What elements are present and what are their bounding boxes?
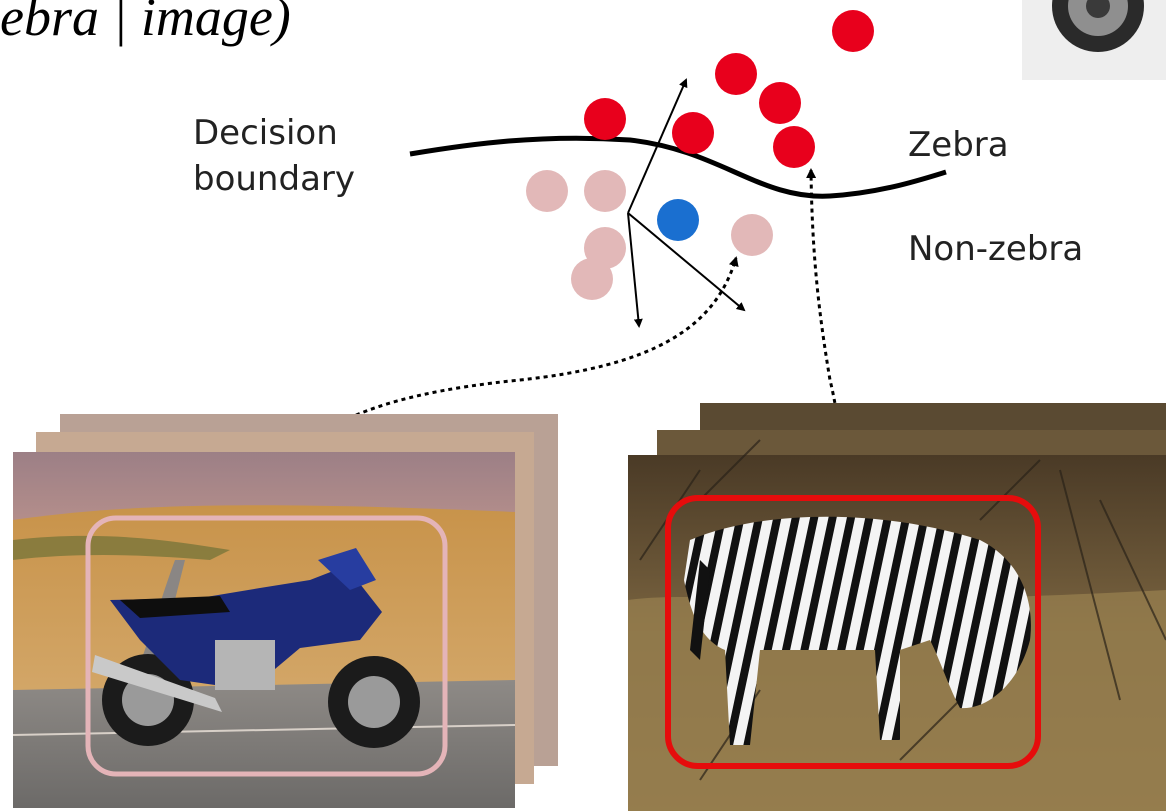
query-point <box>657 199 699 241</box>
corner-motorbike-photo <box>1022 0 1166 80</box>
non-zebra-points <box>526 170 773 300</box>
zebra-point <box>773 126 815 168</box>
zebra-point <box>832 10 874 52</box>
zebra-point <box>759 82 801 124</box>
zebra-points <box>584 10 874 168</box>
non-zebra-label: Non-zebra <box>908 226 1083 272</box>
motorbike-photo-stack <box>13 414 558 808</box>
zebra-point <box>584 98 626 140</box>
zebra-label: Zebra <box>908 122 1009 168</box>
feature-arrow <box>628 213 639 326</box>
zebra-photo-stack <box>628 403 1166 811</box>
zebra-point <box>715 53 757 95</box>
decision-boundary-label: Decision boundary <box>193 110 355 202</box>
non-zebra-point <box>526 170 568 212</box>
decision-boundary-label-line2: boundary <box>193 156 355 202</box>
non-zebra-point <box>584 170 626 212</box>
non-zebra-point <box>731 214 773 256</box>
zebra-point <box>672 112 714 154</box>
non-zebra-point <box>571 258 613 300</box>
decision-boundary-label-line1: Decision <box>193 110 355 156</box>
